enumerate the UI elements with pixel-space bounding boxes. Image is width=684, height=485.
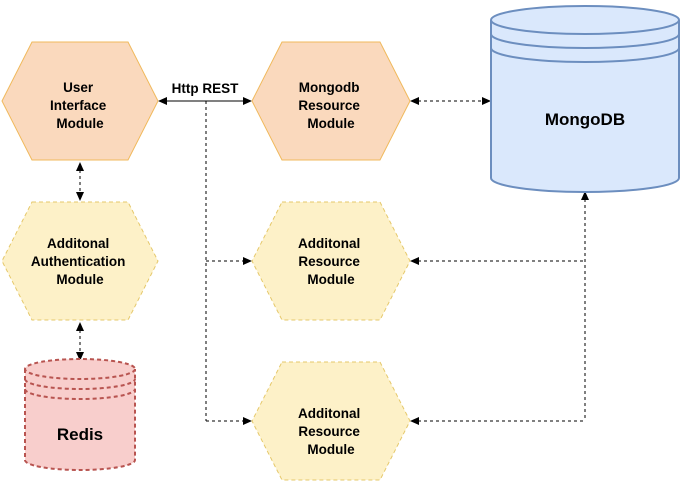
node-mongodb-resource-module[interactable]: Mongodb Resource Module bbox=[251, 41, 411, 161]
edge-mongodb-trunk bbox=[581, 191, 589, 421]
node-mongodb-resource-module-label: Mongodb Resource Module bbox=[298, 80, 363, 131]
edge-trunk-to-resource-2 bbox=[206, 417, 252, 425]
http-rest-label: Http REST bbox=[172, 81, 239, 96]
node-additonal-resource-module-2-label: Additonal Resource Module bbox=[298, 406, 364, 457]
node-redis-database[interactable]: Redis bbox=[24, 358, 136, 471]
node-additonal-resource-module-1[interactable]: Additonal Resource Module bbox=[251, 201, 411, 321]
node-user-interface-module-label: User Interface Module bbox=[50, 80, 110, 131]
edge-trunk-to-resource-1 bbox=[206, 257, 252, 265]
node-additonal-authentication-module[interactable]: Additonal Authentication Module bbox=[1, 201, 159, 321]
edge-ui-to-mongo-resource bbox=[158, 97, 252, 105]
edge-mongodb-to-resource-2 bbox=[410, 417, 585, 425]
node-additonal-resource-module-1-label: Additonal Resource Module bbox=[298, 236, 364, 287]
edge-ui-to-auth bbox=[76, 162, 84, 201]
edge-mongodb-to-resource-1 bbox=[410, 257, 585, 265]
node-redis-database-label: Redis bbox=[57, 425, 103, 444]
node-mongodb-database-label: MongoDB bbox=[545, 110, 625, 129]
node-user-interface-module[interactable]: User Interface Module bbox=[1, 41, 159, 161]
edge-mongo-resource-to-mongodb bbox=[410, 97, 491, 105]
node-additonal-resource-module-2[interactable]: Additonal Resource Module bbox=[251, 361, 411, 481]
node-additonal-authentication-module-label: Additonal Authentication Module bbox=[31, 236, 129, 287]
node-mongodb-database[interactable]: MongoDB bbox=[490, 5, 680, 193]
edge-auth-to-redis bbox=[76, 322, 84, 361]
